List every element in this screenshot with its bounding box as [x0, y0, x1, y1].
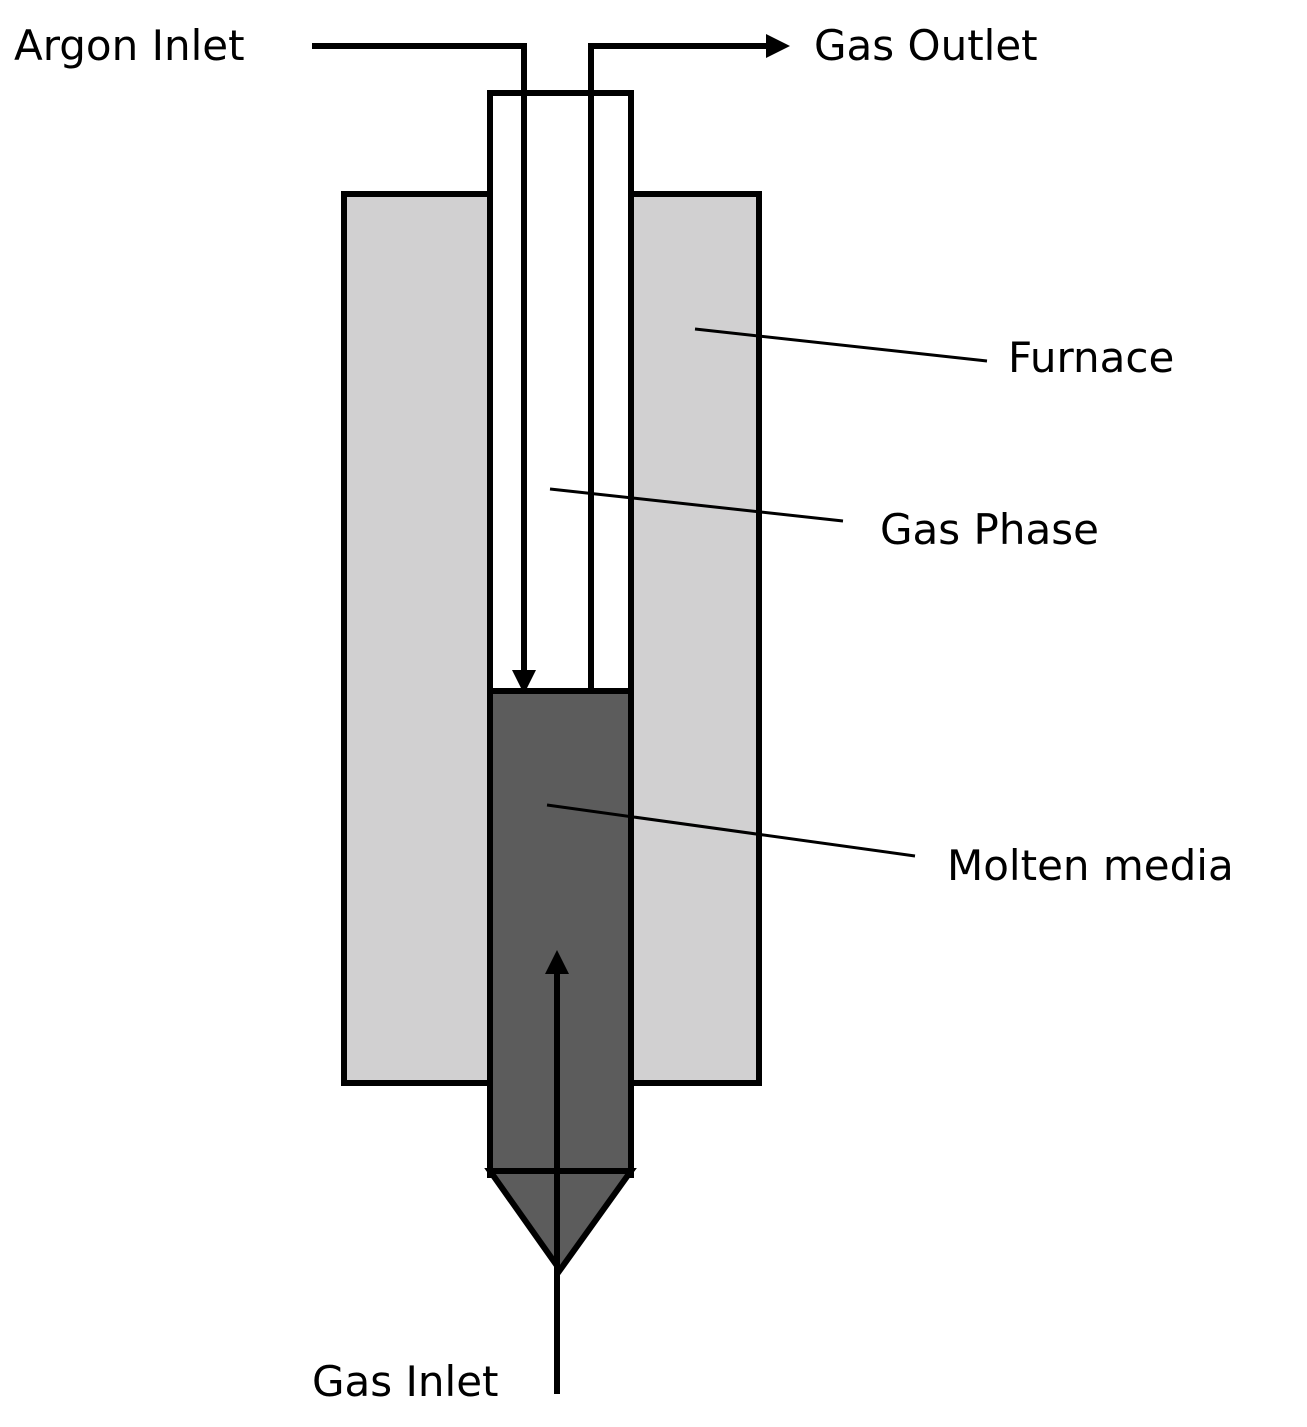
gas-phase-leader-line [549, 487, 844, 523]
gas-outlet-arrowhead [766, 34, 790, 58]
molten-media-label: Molten media [947, 841, 1234, 890]
argon-inlet-label: Argon Inlet [14, 21, 245, 70]
molten-media-region [487, 688, 634, 1174]
gas-inlet-label: Gas Inlet [312, 1357, 499, 1406]
gas-outlet-label: Gas Outlet [814, 21, 1038, 70]
argon-inlet-pipe [312, 43, 527, 672]
conical-bottom [484, 1168, 637, 1276]
molten-media-leader-line [546, 803, 916, 858]
gas-outlet-pipe [588, 43, 768, 691]
gas-inlet-arrowhead [545, 950, 569, 974]
furnace-label: Furnace [1008, 333, 1174, 382]
gas-phase-label: Gas Phase [880, 505, 1099, 554]
furnace-leader-line [694, 327, 988, 363]
argon-inlet-arrowhead [512, 670, 536, 694]
